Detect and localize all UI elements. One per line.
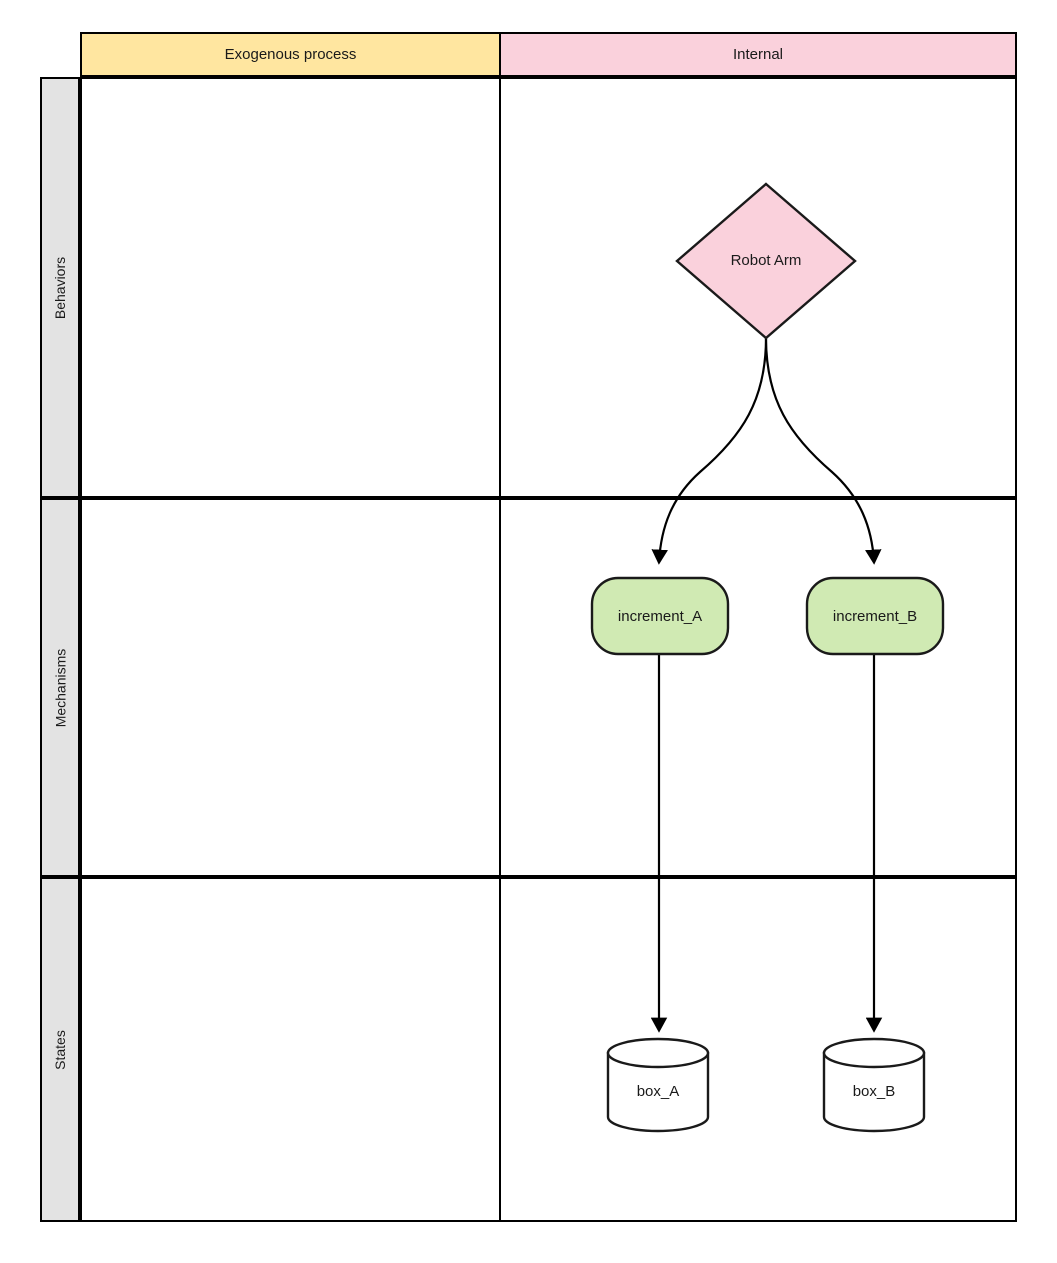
- cell-exogenous-behaviors: [80, 77, 500, 498]
- cell-internal-states: [500, 877, 1017, 1222]
- column-header-internal-label: Internal: [732, 46, 784, 63]
- grid-corner-blank: [40, 32, 80, 77]
- column-header-row: Exogenous process Internal: [80, 32, 1017, 77]
- cell-internal-mechanisms: [500, 498, 1017, 877]
- edge-robot-arm-to-increment-b[interactable]: [764, 337, 882, 565]
- node-increment-b[interactable]: increment_B: [805, 576, 945, 656]
- row-label-behaviors[interactable]: Behaviors: [40, 77, 80, 498]
- row-label-mechanisms-text: Mechanisms: [52, 648, 68, 727]
- cell-exogenous-states: [80, 877, 500, 1222]
- row-label-behaviors-text: Behaviors: [52, 256, 69, 319]
- column-header-internal[interactable]: Internal: [500, 32, 1017, 77]
- column-header-exogenous[interactable]: Exogenous process: [80, 32, 500, 77]
- node-box-b[interactable]: box_B: [822, 1037, 926, 1133]
- row-label-column: Behaviors Mechanisms States: [40, 77, 80, 1222]
- column-header-exogenous-label: Exogenous process: [224, 46, 357, 63]
- swimlane-pool: Exogenous process Internal Behaviors Mec…: [40, 32, 1017, 1222]
- row-label-mechanisms[interactable]: Mechanisms: [40, 498, 80, 877]
- lane-body-grid: [80, 77, 1017, 1222]
- row-label-states-text: States: [52, 1029, 69, 1070]
- edge-robot-arm-to-increment-a[interactable]: [651, 337, 768, 565]
- node-increment-a[interactable]: increment_A: [590, 576, 730, 656]
- node-box-a[interactable]: box_A: [606, 1037, 710, 1133]
- row-label-states[interactable]: States: [40, 877, 80, 1222]
- cell-exogenous-mechanisms: [80, 498, 500, 877]
